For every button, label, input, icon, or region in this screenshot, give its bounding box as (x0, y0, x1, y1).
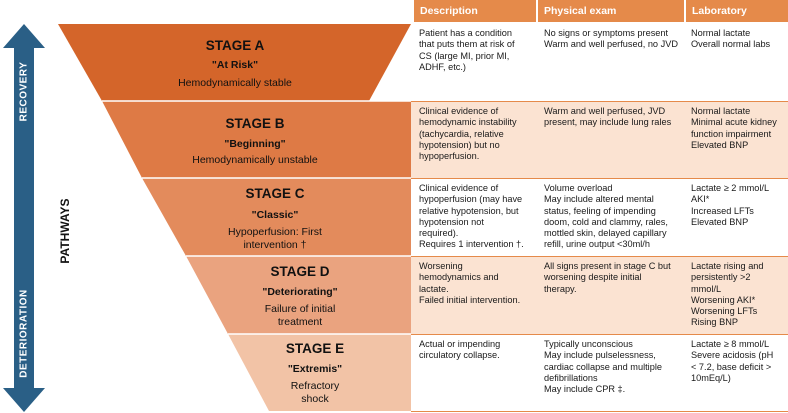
stage-a-state: Hemodynamically stable (178, 77, 292, 89)
stage-e-description: Actual or impending circulatory collapse… (419, 339, 501, 361)
row-separator (411, 411, 788, 412)
stage-e-physical-exam: Typically unconscious May include pulsel… (544, 339, 662, 395)
row-separator (411, 256, 788, 257)
stage-d-physical-exam: All signs present in stage C but worseni… (544, 261, 671, 294)
stage-a-physical-exam: No signs or symptoms present Warm and we… (544, 28, 678, 50)
stage-b-state: Hemodynamically unstable (192, 154, 318, 166)
stage-d-band (186, 256, 411, 334)
stage-d-state: Failure of initial treatment (264, 303, 336, 328)
stage-c-description: Clinical evidence of hypoperfusion (may … (419, 183, 524, 250)
stage-b-title: STAGE B (225, 116, 285, 131)
pathway-double-arrow (3, 24, 45, 412)
stage-d-description: Worsening hemodynamics and lactate. Fail… (419, 261, 521, 305)
stage-b-description: Clinical evidence of hemodynamic instabi… (419, 106, 517, 162)
stage-c-state: Hypoperfusion: First intervention † (228, 226, 322, 251)
stage-c-band (142, 178, 411, 256)
stage-d-nickname: "Deteriorating" (262, 286, 338, 298)
stage-e-title: STAGE E (285, 341, 345, 356)
row-b-shade (411, 102, 788, 178)
row-separator (411, 178, 788, 179)
stage-d-lab-findings: Lactate rising and persistently >2 mmol/… (691, 261, 764, 328)
stage-c-lab-findings: Lactate ≥ 2 mmol/L AKI* Increased LFTs E… (691, 183, 770, 227)
row-separator (411, 334, 788, 335)
stage-b-nickname: "Beginning" (224, 138, 286, 150)
recovery-label: RECOVERY (18, 61, 30, 122)
header-laboratory-findings: Laboratory findings (686, 0, 788, 39)
stage-e-lab-findings: Lactate ≥ 8 mmol/L Severe acidosis (pH <… (691, 339, 774, 383)
stage-a-nickname: "At Risk" (211, 59, 259, 71)
stage-e-state: Refractory shock (290, 380, 340, 405)
stage-a-lab-findings: Normal lactate Overall normal labs (691, 28, 771, 50)
stage-e-nickname: "Extremis" (287, 363, 343, 375)
header-physical-exam: Physical exam (538, 0, 684, 22)
row-d-shade (411, 256, 788, 334)
stage-a-title: STAGE A (205, 38, 265, 53)
stage-e-band (228, 334, 411, 411)
stage-b-physical-exam: Warm and well perfused, JVD present, may… (544, 106, 672, 128)
stage-a-description: Patient has a condition that puts them a… (419, 28, 515, 72)
deterioration-label: DETERIORATION (18, 289, 30, 378)
stage-d-title: STAGE D (270, 264, 330, 279)
stage-a-band (58, 24, 411, 101)
row-separator (411, 101, 788, 102)
stage-b-lab-findings: Normal lactate Minimal acute kidney func… (691, 106, 777, 150)
stage-c-physical-exam: Volume overload May include altered ment… (544, 183, 668, 250)
stage-c-title: STAGE C (245, 186, 305, 201)
stage-c-nickname: "Classic" (251, 209, 299, 221)
header-description: Description (414, 0, 536, 22)
stage-b-band (102, 101, 411, 178)
pathways-label: PATHWAYS (58, 198, 72, 264)
